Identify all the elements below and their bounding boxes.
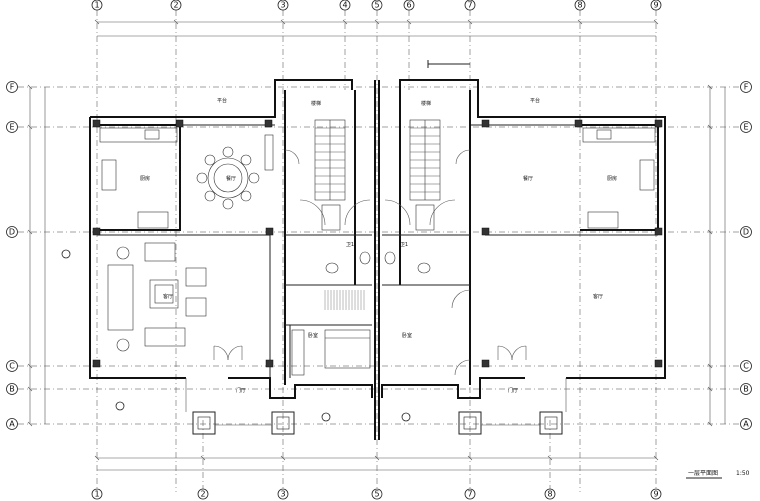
room-bedroom-left: 卧室 [308,332,318,339]
axis-label: 1 [94,490,99,499]
axis-label: 3 [280,1,285,10]
axis-bubble: 8 [544,488,556,500]
room-stair-left: 楼梯 [311,100,321,107]
axis-bubble: 4 [339,0,351,11]
axis-label: E [9,123,14,132]
columns [92,119,663,368]
axis-bubble: D [740,226,752,238]
axis-label: B [743,385,749,394]
axis-bubble: 2 [197,488,209,500]
axis-bubbles-top: 1 2 3 4 5 6 7 8 9 [91,0,662,11]
axis-label: 9 [653,1,658,10]
axis-bubble: E [740,121,752,133]
walls [89,79,666,440]
room-wc-right: 卫1 [400,242,408,248]
axis-label: C [743,362,749,371]
axis-bubble: 2 [170,0,182,11]
drawing-scale: 1:50 [736,470,750,477]
axis-label: D [743,228,749,237]
axis-bubble: A [740,418,752,430]
axis-label: 8 [577,1,582,10]
axis-label: 5 [374,1,379,10]
axis-label: 9 [653,490,658,499]
axis-label: 5 [374,490,379,499]
room-wc-left: 卫1 [346,242,354,248]
room-terrace-right: 平台 [530,97,540,104]
axis-label: 7 [467,1,472,10]
axis-label: D [9,228,15,237]
axis-bubble: D [6,226,18,238]
axis-label: 7 [467,490,472,499]
room-restaurant-right: 餐厅 [523,175,533,182]
axis-bubble: A [6,418,18,430]
axis-label: 2 [173,1,178,10]
stairs [299,119,456,226]
axis-label: C [9,362,15,371]
room-labels: 平台 平台 厨房 厨房 餐厅 客厅 客厅 楼梯 楼梯 卫1 卫1 卧室 卧室 门… [140,97,617,394]
room-door-left: 门厅 [236,387,246,394]
axis-label: B [9,385,15,394]
room-stair-right: 楼梯 [421,100,431,107]
axis-label: 8 [547,490,552,499]
dimension-lines [27,19,726,471]
axis-bubble: 5 [371,0,383,11]
axis-bubble: E [6,121,18,133]
axis-bubble: 7 [464,488,476,500]
furniture [99,127,656,376]
axis-bubble: 3 [277,0,289,11]
axis-label: 2 [200,490,205,499]
axis-label: A [9,420,15,429]
drawing-title: 一层平面图 [688,470,718,477]
axis-bubble: 9 [650,488,662,500]
axis-bubbles-right: F E D C B A [740,81,752,430]
axis-label: 6 [406,1,411,10]
axis-bubble: F [6,81,18,93]
section-markers [61,60,470,422]
axis-bubbles-bottom: 1 2 3 5 7 8 9 [91,488,662,500]
axis-bubbles-left: F E D C B A [6,81,18,430]
axis-bubble: 9 [650,0,662,11]
axis-label: E [743,123,748,132]
room-door-right: 门厅 [508,387,518,394]
room-living-left: 客厅 [163,293,173,300]
axis-bubble: 6 [403,0,415,11]
room-kitchen-right: 厨房 [607,175,617,182]
axis-label: 1 [94,1,99,10]
axis-label: 3 [280,490,285,499]
porch-piers [185,378,567,435]
axis-label: F [744,83,749,92]
axis-bubble: 8 [574,0,586,11]
axis-bubble: 3 [277,488,289,500]
room-dining: 餐厅 [226,175,236,182]
axis-label: F [10,83,15,92]
axis-bubble: C [740,360,752,372]
axis-bubble: B [6,383,18,395]
axis-grid [18,10,742,492]
room-kitchen-left: 厨房 [140,175,150,182]
drawing-title-block: 一层平面图 1:50 [686,470,750,479]
axis-bubble: F [740,81,752,93]
axis-bubble: 1 [91,0,103,11]
axis-label: 4 [342,1,347,10]
axis-bubble: B [740,383,752,395]
axis-label: A [743,420,749,429]
axis-bubble: 7 [464,0,476,11]
room-living-right: 客厅 [593,293,603,300]
axis-bubble: 5 [371,488,383,500]
axis-bubble: 1 [91,488,103,500]
room-terrace-left: 平台 [217,97,227,104]
axis-bubble: C [6,360,18,372]
room-bedroom-right: 卧室 [402,332,412,339]
